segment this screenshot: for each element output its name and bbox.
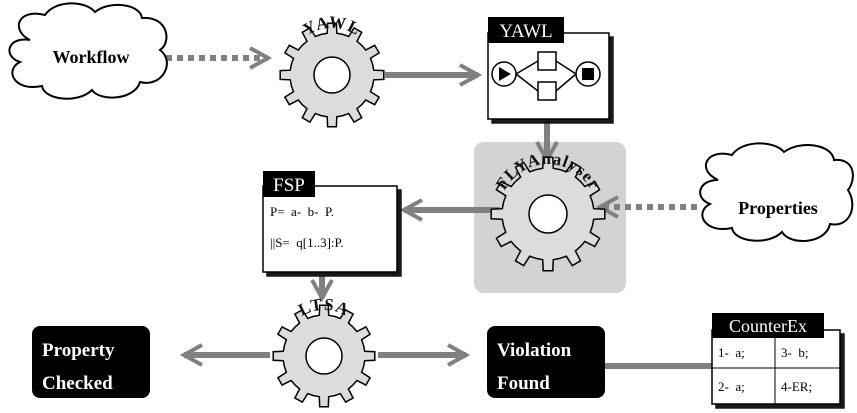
violation-found-line-2: Found: [497, 373, 550, 394]
violation-found-line-1: Violation: [497, 340, 572, 361]
gear-hole-icon: [305, 337, 343, 375]
task-square-icon: [537, 81, 557, 101]
counterex-title: CounterEx: [729, 316, 807, 336]
yawl-gear: YAWL: [279, 12, 385, 128]
workflow-cloud-label: Workflow: [52, 47, 129, 67]
fsp-box-frame: [262, 185, 398, 273]
fsp-box: FSP P= a- b- P. ||S= q[1..3]:P.: [262, 171, 398, 273]
arrows: [166, 58, 712, 369]
yawl-box-title-bar: [488, 17, 564, 43]
counterex-frame: [711, 329, 841, 405]
property-checked-line-1: Property: [42, 340, 115, 361]
gear-hole-icon: [528, 194, 568, 234]
counterex-cell: 1- a;: [718, 345, 745, 360]
properties-cloud-shape: [699, 142, 854, 243]
play-triangle-icon: [499, 67, 511, 81]
properties-cloud: Properties: [699, 142, 854, 243]
violation-found-bg: [487, 326, 605, 398]
ltsa-gear: LTSA: [272, 295, 376, 408]
stop-square-icon: [582, 68, 594, 80]
counterex-cell: 3- b;: [781, 345, 808, 360]
gear-hole-icon: [313, 56, 351, 94]
workflow-cloud: Workflow: [8, 2, 168, 100]
counterex-title-bar: [712, 313, 824, 338]
yawl-box: YAWL: [487, 17, 610, 120]
violation-found-box: Violation Found: [487, 326, 605, 398]
task-square-icon: [537, 51, 557, 71]
fsp-line-1: P= a- b- P.: [270, 204, 334, 219]
yawl-net-diagram: [491, 51, 601, 101]
fsp-box-title: FSP: [273, 175, 305, 196]
property-checked-line-2: Checked: [42, 373, 113, 394]
counterex-cell: 4-ER;: [781, 379, 812, 394]
fsp-line-2: ||S= q[1..3]:P.: [270, 235, 344, 250]
properties-cloud-label: Properties: [738, 198, 818, 218]
property-checked-box: Property Checked: [32, 326, 150, 398]
fsp-box-title-bar: [263, 171, 315, 197]
workflow-cloud-shape: [8, 2, 168, 100]
property-checked-bg: [32, 326, 150, 398]
yawl-box-title: YAWL: [499, 21, 552, 42]
counterex-table: CounterEx 1- a; 3- b; 2- a; 4-ER;: [711, 313, 841, 405]
counterex-cell: 2- a;: [718, 379, 745, 394]
